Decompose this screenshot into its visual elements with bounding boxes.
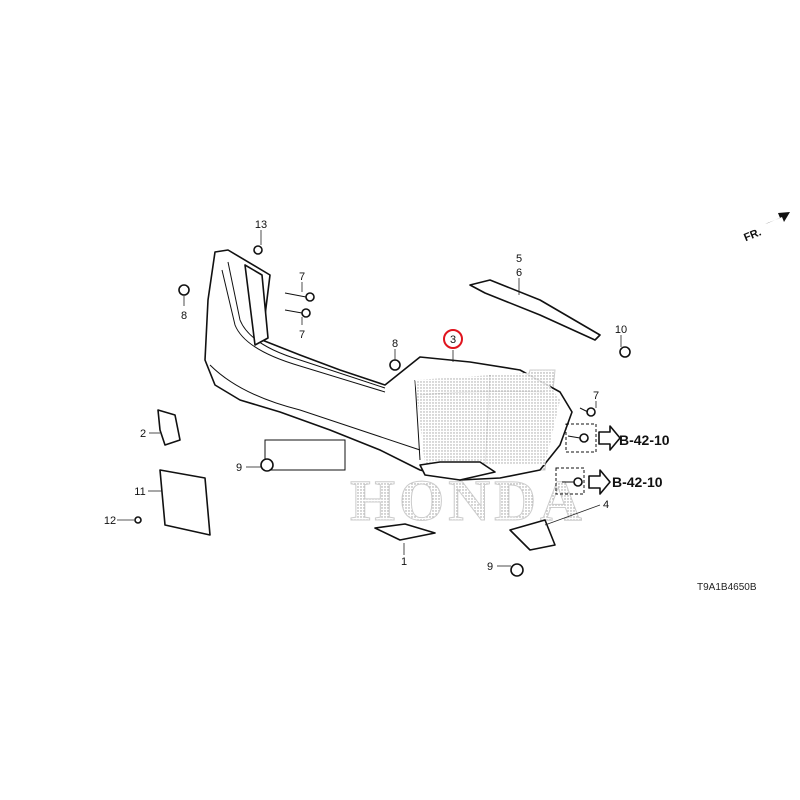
callout-3[interactable]: 3	[450, 334, 456, 346]
diagram-code: T9A1B4650B	[697, 582, 757, 593]
callout-12: 12	[104, 515, 116, 527]
callout-11: 11	[134, 486, 145, 498]
rear-bumper-face	[204, 249, 573, 481]
callout-2: 2	[140, 428, 146, 440]
reference-link-b-42-10[interactable]: B-42-10	[612, 474, 663, 490]
callout-8: 8	[392, 338, 398, 350]
leader-lines	[117, 230, 622, 567]
callout-9: 9	[487, 561, 493, 573]
callout-1: 1	[401, 556, 407, 568]
reference-link-b-42-10[interactable]: B-42-10	[619, 432, 670, 448]
clip-parts	[134, 245, 631, 577]
callout-9: 9	[236, 462, 242, 474]
svg-text:FR.: FR.	[742, 226, 763, 244]
front-arrow-icon	[765, 212, 790, 224]
callout-6: 6	[516, 267, 522, 279]
callout-8: 8	[181, 310, 187, 322]
callout-5: 5	[516, 253, 522, 265]
callout-13: 13	[255, 219, 267, 231]
callout-7: 7	[593, 390, 599, 402]
front-direction-indicator: FR.	[742, 212, 790, 244]
callout-4: 4	[603, 499, 609, 511]
highlight-circle	[443, 329, 463, 349]
callout-10: 10	[615, 324, 627, 336]
callout-7: 7	[299, 329, 305, 341]
callout-7: 7	[299, 271, 305, 283]
